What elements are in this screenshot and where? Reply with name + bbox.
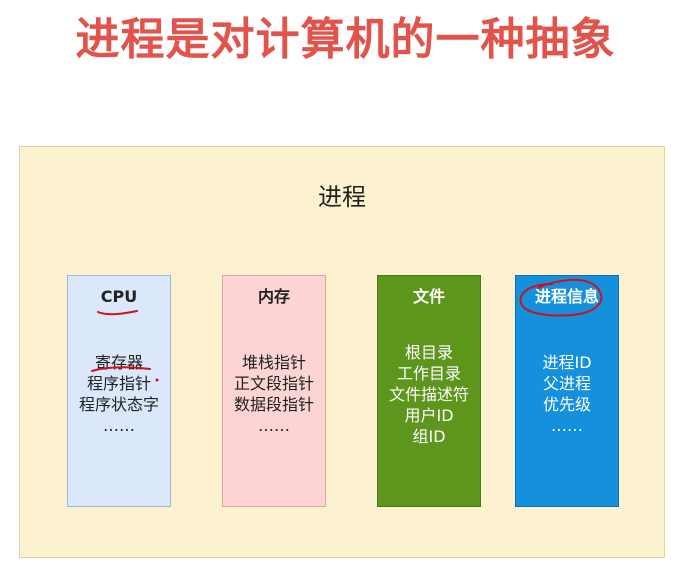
memory-item: 堆栈指针 xyxy=(241,353,306,372)
process-info-item: 进程ID xyxy=(542,353,592,372)
file-item: 工作目录 xyxy=(396,364,461,383)
cpu-card: CPU 寄存器 程序指针 程序状态字 …… xyxy=(67,275,171,507)
cpu-card-items: 寄存器 程序指针 程序状态字 …… xyxy=(68,352,170,436)
cpu-item: 程序指针 xyxy=(86,374,151,393)
file-card-title: 文件 xyxy=(412,287,445,306)
process-container: 进程 CPU 寄存器 程序指针 程序状态字 …… 内存 堆栈指针 正文段指针 数… xyxy=(19,146,665,558)
cpu-item: …… xyxy=(103,416,135,435)
memory-item: 数据段指针 xyxy=(233,395,314,414)
process-info-item: 父进程 xyxy=(542,374,591,393)
file-item: 根目录 xyxy=(404,343,453,362)
process-label: 进程 xyxy=(318,183,366,211)
cpu-card-title: CPU xyxy=(100,287,138,306)
file-card-items: 根目录 工作目录 文件描述符 用户ID 组ID xyxy=(378,342,480,447)
file-card: 文件 根目录 工作目录 文件描述符 用户ID 组ID xyxy=(377,275,481,507)
memory-item: …… xyxy=(258,416,290,435)
process-info-card: 进程信息 进程ID 父进程 优先级 …… xyxy=(515,275,619,507)
file-item: 用户ID xyxy=(404,406,454,425)
process-info-card-title: 进程信息 xyxy=(534,287,599,306)
process-info-item: 优先级 xyxy=(542,395,591,414)
file-item: 组ID xyxy=(412,427,446,446)
memory-card-items: 堆栈指针 正文段指针 数据段指针 …… xyxy=(223,352,325,436)
memory-item: 正文段指针 xyxy=(233,374,314,393)
cpu-item: 寄存器 xyxy=(94,353,143,372)
memory-card-title: 内存 xyxy=(257,287,290,306)
slide-title: 进程是对计算机的一种抽象 xyxy=(75,14,616,65)
memory-card: 内存 堆栈指针 正文段指针 数据段指针 …… xyxy=(222,275,326,507)
process-info-card-items: 进程ID 父进程 优先级 …… xyxy=(516,352,618,436)
process-info-item: …… xyxy=(551,416,583,435)
cpu-item: 程序状态字 xyxy=(78,395,159,414)
file-item: 文件描述符 xyxy=(388,385,469,404)
